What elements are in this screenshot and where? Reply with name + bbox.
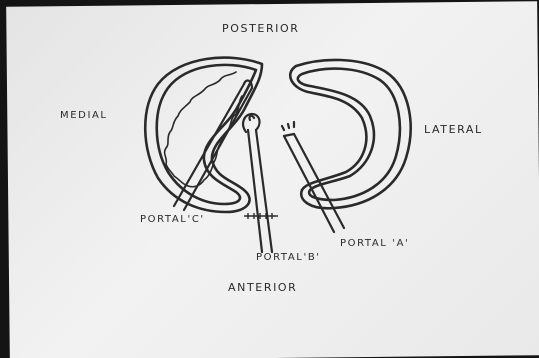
anterior-label: ANTERIOR <box>228 281 297 294</box>
lateral-compartment-outline <box>290 60 410 208</box>
portal-b-label: PORTAL'B' <box>256 252 321 263</box>
medial-label: MEDIAL <box>60 110 108 121</box>
medial-compartment-outline <box>145 58 262 212</box>
portal-b-instrument <box>243 114 272 252</box>
lateral-label: LATERAL <box>424 123 483 136</box>
anterior-fat-pad-mark <box>244 213 278 219</box>
posterior-label: POSTERIOR <box>222 22 300 35</box>
portal-c-label: PORTAL'C' <box>140 214 205 225</box>
portal-a-label: PORTAL 'A' <box>340 238 409 249</box>
